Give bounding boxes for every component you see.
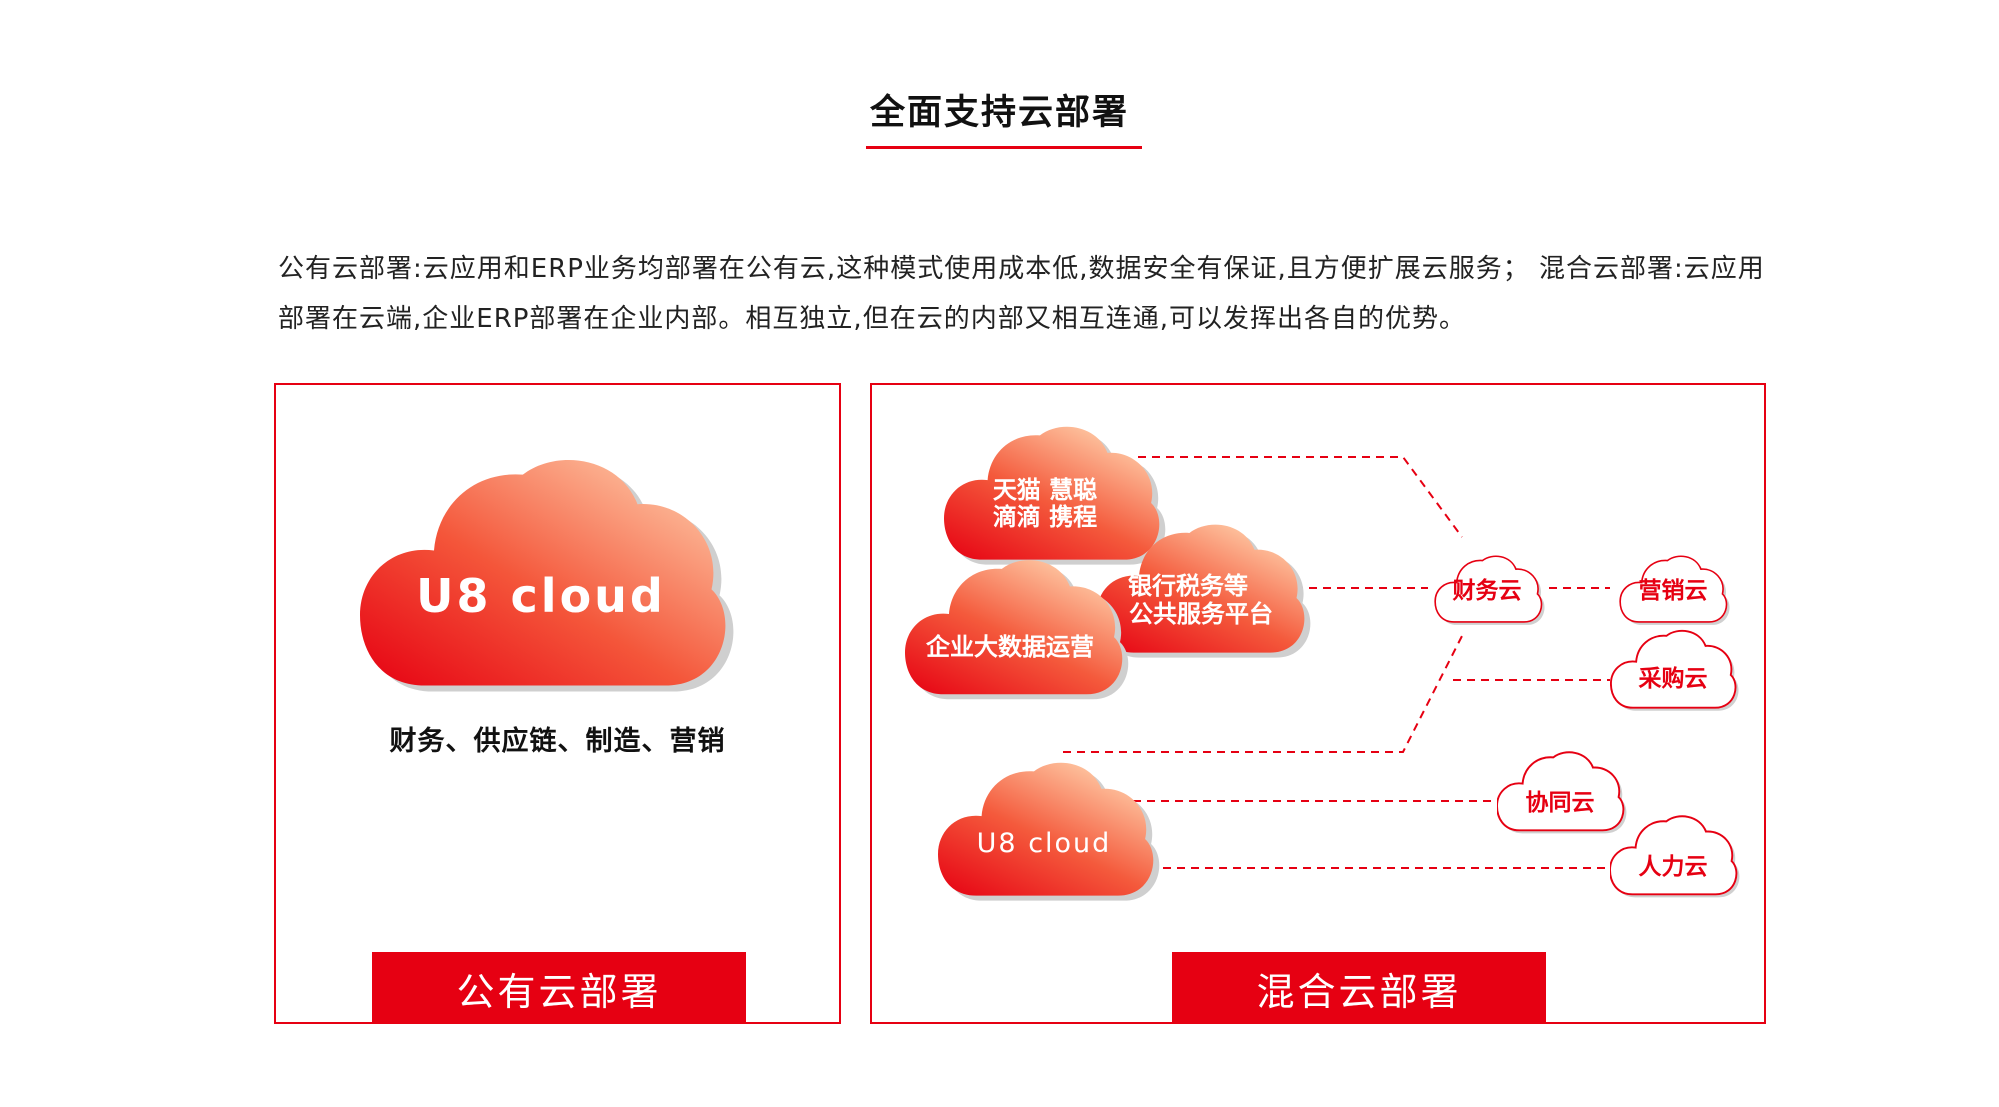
u8-cloud-large-label: U8 cloud (416, 569, 666, 623)
public-cloud-modules: 财务、供应链、制造、营销 (389, 726, 726, 757)
u8-cloud-small-label: U8 cloud (977, 828, 1112, 859)
procurement-cloud-label: 采购云 (1639, 666, 1708, 692)
public-cloud-label: 公有云部署 (372, 952, 746, 1024)
page-title: 全面支持云部署 (869, 93, 1129, 133)
marketing-cloud-label: 营销云 (1639, 578, 1708, 604)
partners-line1: 天猫 慧聪 (993, 476, 1097, 504)
title-underline (866, 146, 1142, 149)
bank-line2: 公共服务平台 (1129, 600, 1273, 628)
hybrid-cloud-panel: 混合云部署 (870, 383, 1766, 1024)
public-cloud-panel: 公有云部署 (274, 383, 841, 1024)
intro-paragraph: 公有云部署:云应用和ERP业务均部署在公有云,这种模式使用成本低,数据安全有保证… (278, 254, 1765, 334)
hr-cloud-label: 人力云 (1639, 854, 1708, 880)
hybrid-cloud-label: 混合云部署 (1172, 952, 1546, 1024)
finance-cloud-label: 财务云 (1453, 578, 1522, 604)
enterprise-label: 企业大数据运营 (926, 633, 1094, 661)
partners-line2: 滴滴 携程 (993, 503, 1097, 531)
bank-line1: 银行税务等 (1128, 572, 1248, 600)
collab-cloud-label: 协同云 (1526, 790, 1595, 816)
connector-lines (1063, 456, 1610, 869)
